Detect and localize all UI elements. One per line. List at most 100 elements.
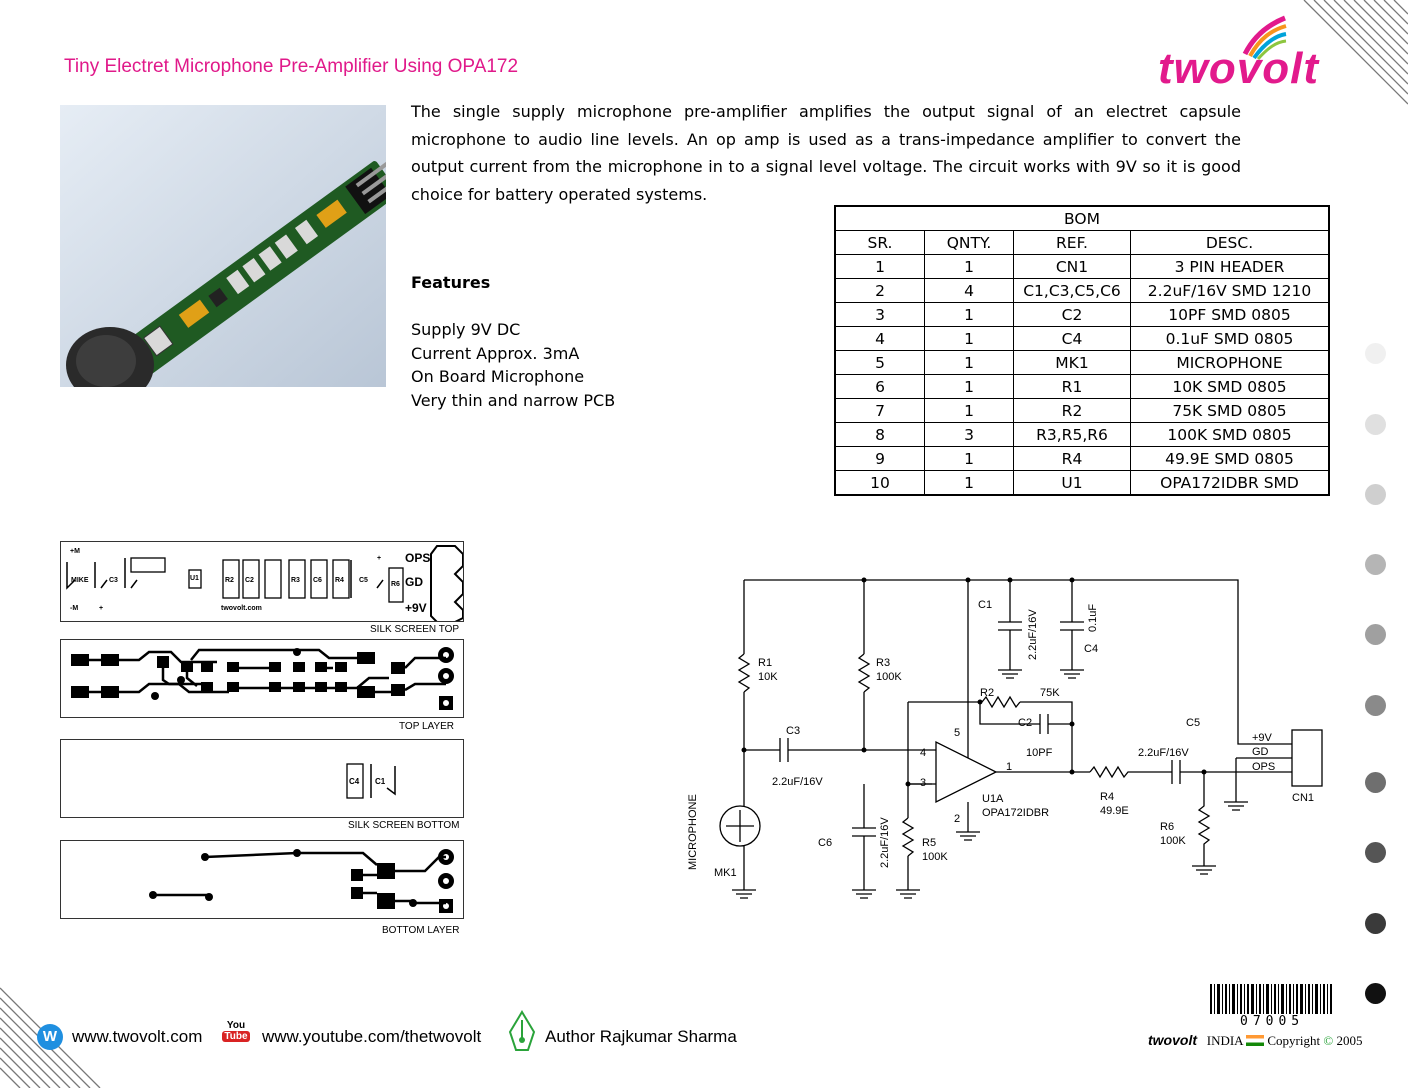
bom-cell: 0.1uF SMD 0805: [1130, 326, 1330, 351]
bom-cell: 10PF SMD 0805: [1130, 302, 1330, 327]
silk-label: C3: [109, 577, 118, 584]
circuit-schematic: R1 10K R3 100K C1 2.2uF/16V 0.1uF C4 R2 …: [687, 577, 1323, 899]
silk-label: +9V: [405, 601, 427, 615]
schematic-label: 49.9E: [1100, 805, 1129, 817]
schematic-label: 2.2uF/16V: [772, 776, 823, 788]
bom-cell: 100K SMD 0805: [1130, 422, 1330, 447]
decor-dot: [1365, 695, 1386, 716]
bom-cell: 10: [834, 470, 925, 496]
schematic-label: C2: [1018, 717, 1032, 729]
schematic-label: C3: [786, 725, 800, 737]
bom-cell: 4: [924, 278, 1014, 303]
bom-cell: 1: [924, 326, 1014, 351]
schematic-label: 1: [1006, 761, 1012, 773]
silk-label: R4: [335, 577, 344, 584]
schematic-label: R6: [1160, 821, 1174, 833]
schematic-label: 0.1uF: [1087, 604, 1099, 632]
bom-cell: OPA172IDBR SMD: [1130, 470, 1330, 496]
bom-cell: CN1: [1013, 254, 1131, 279]
bom-cell: C1,C3,C5,C6: [1013, 278, 1131, 303]
schematic-label: C5: [1186, 717, 1200, 729]
page-title: Tiny Electret Microphone Pre-Amplifier U…: [64, 56, 519, 77]
schematic-label: 100K: [1160, 835, 1186, 847]
barcode: [1210, 984, 1332, 1014]
bom-cell: 1: [924, 302, 1014, 327]
bom-cell: 4: [834, 326, 925, 351]
decor-dot: [1365, 842, 1386, 863]
bom-cell: MK1: [1013, 350, 1131, 375]
schematic-label: 2.2uF/16V: [879, 817, 891, 868]
footer-country: INDIA: [1206, 1033, 1243, 1048]
youtube-icon-top: You: [226, 1020, 246, 1031]
pen-nib-icon: [508, 1010, 536, 1051]
schematic-label: OPA172IDBR: [982, 807, 1049, 819]
logo-swirl-icon: [1242, 15, 1287, 60]
bom-cell: 10K SMD 0805: [1130, 374, 1330, 399]
silk-label: GD: [405, 575, 423, 589]
bom-header-cell: DESC.: [1130, 230, 1330, 255]
bom-cell: 1: [834, 254, 925, 279]
schematic-label: 2.2uF/16V: [1027, 609, 1039, 660]
decor-dot: [1365, 913, 1386, 934]
bom-cell: U1: [1013, 470, 1131, 496]
footer-copyright: Copyright: [1267, 1033, 1321, 1048]
footer-website-link[interactable]: www.twovolt.com: [72, 1027, 203, 1046]
caption-silk-bottom: SILK SCREEN BOTTOM: [348, 820, 460, 831]
caption-silk-top: SILK SCREEN TOP: [370, 624, 460, 635]
schematic-label: 5: [954, 727, 960, 739]
schematic-label: R4: [1100, 791, 1114, 803]
pcb-silk-bottom: C4 C1: [60, 739, 464, 818]
bom-cell: 1: [924, 446, 1014, 471]
bom-cell: 75K SMD 0805: [1130, 398, 1330, 423]
footer-youtube-link[interactable]: www.youtube.com/thetwovolt: [262, 1027, 482, 1046]
copyright-symbol-icon: ©: [1323, 1033, 1334, 1048]
youtube-icon: You Tube: [222, 1020, 250, 1042]
schematic-label: U1A: [982, 793, 1004, 805]
silk-label: R2: [225, 577, 234, 584]
decor-dot: [1365, 414, 1386, 435]
schematic-label: 10PF: [1026, 747, 1053, 759]
bom-cell: 9: [834, 446, 925, 471]
bom-cell: 7: [834, 398, 925, 423]
silk-label: C1: [375, 777, 386, 786]
bom-cell: R1: [1013, 374, 1131, 399]
schematic-label: R1: [758, 657, 772, 669]
bom-cell: 2: [834, 278, 925, 303]
caption-bottom-layer: BOTTOM LAYER: [382, 925, 460, 936]
footer-brand: twovolt: [1148, 1032, 1197, 1048]
bom-cell: R4: [1013, 446, 1131, 471]
footer-year: 2005: [1336, 1033, 1363, 1048]
schematic-label: 2: [954, 813, 960, 825]
bom-cell: 1: [924, 350, 1014, 375]
youtube-icon-bottom: Tube: [222, 1031, 250, 1042]
schematic-label: C1: [978, 599, 992, 611]
bom-title: BOM: [834, 205, 1330, 231]
pcb-silk-top: +M -M + MIKE C3 U1 R2 C2 R3 C6 R4 C5 + R…: [60, 541, 464, 622]
silk-label: R6: [391, 581, 400, 588]
decor-dot: [1365, 983, 1386, 1004]
silk-label: R3: [291, 577, 300, 584]
bom-cell: 1: [924, 398, 1014, 423]
bom-header-cell: REF.: [1013, 230, 1131, 255]
decor-dot: [1365, 772, 1386, 793]
schematic-label: MICROPHONE: [687, 794, 699, 870]
decor-dot: [1365, 624, 1386, 645]
bom-cell: R2: [1013, 398, 1131, 423]
silk-label: +M: [70, 548, 80, 555]
feature-item: Very thin and narrow PCB: [411, 390, 616, 410]
schematic-label: 4: [920, 747, 926, 759]
bom-cell: 6: [834, 374, 925, 399]
caption-top-layer: TOP LAYER: [399, 721, 455, 732]
bom-header-cell: SR.: [834, 230, 925, 255]
silk-label: MIKE: [71, 577, 89, 584]
bom-cell: MICROPHONE: [1130, 350, 1330, 375]
